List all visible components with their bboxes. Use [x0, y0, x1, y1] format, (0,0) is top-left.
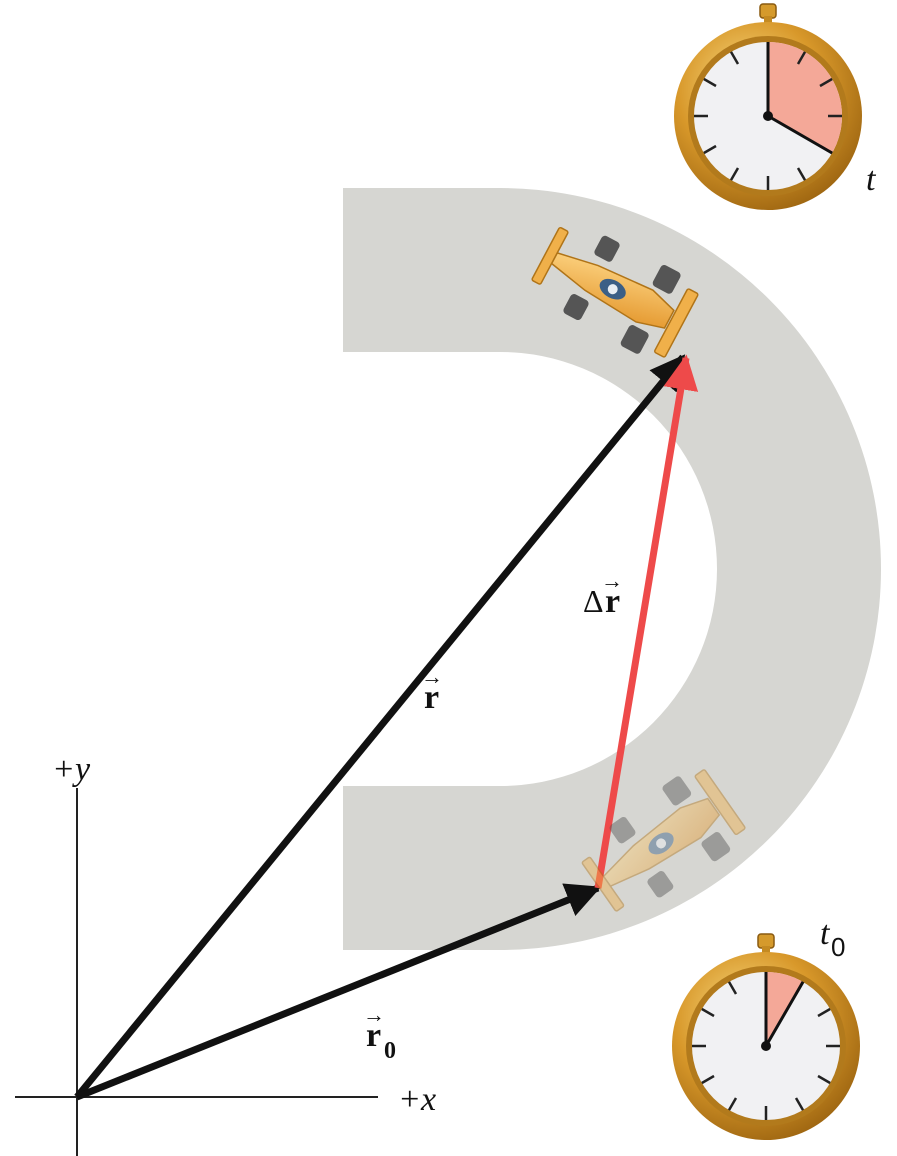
- race-track: [343, 188, 881, 950]
- race-car-icon: [531, 226, 699, 358]
- race-car-faded-icon: [581, 769, 746, 912]
- vector-r0-subscript: 0: [384, 1038, 396, 1064]
- vector-r0-label: r: [366, 1017, 381, 1054]
- vector-r-arrow-mark: →: [421, 664, 443, 689]
- vector-r0-arrow-mark: →: [363, 1002, 385, 1027]
- delta-r-label: r: [605, 583, 620, 620]
- stopwatch-icon: [672, 933, 860, 1140]
- vector-r-label: r: [424, 679, 439, 716]
- time-t0-subscript: 0: [831, 932, 845, 962]
- delta-r-arrow-mark: →: [601, 568, 623, 593]
- time-t0-label: t: [820, 915, 831, 952]
- y-axis-label: +y: [52, 751, 91, 788]
- stopwatch-icon: [674, 3, 862, 210]
- time-t-label: t: [866, 161, 877, 198]
- displacement-vector: [594, 354, 699, 889]
- position-vector-r0: [75, 883, 602, 1101]
- x-axis-label: +x: [398, 1081, 436, 1118]
- position-vector-r: [74, 354, 686, 1100]
- delta-symbol: Δ: [583, 583, 604, 619]
